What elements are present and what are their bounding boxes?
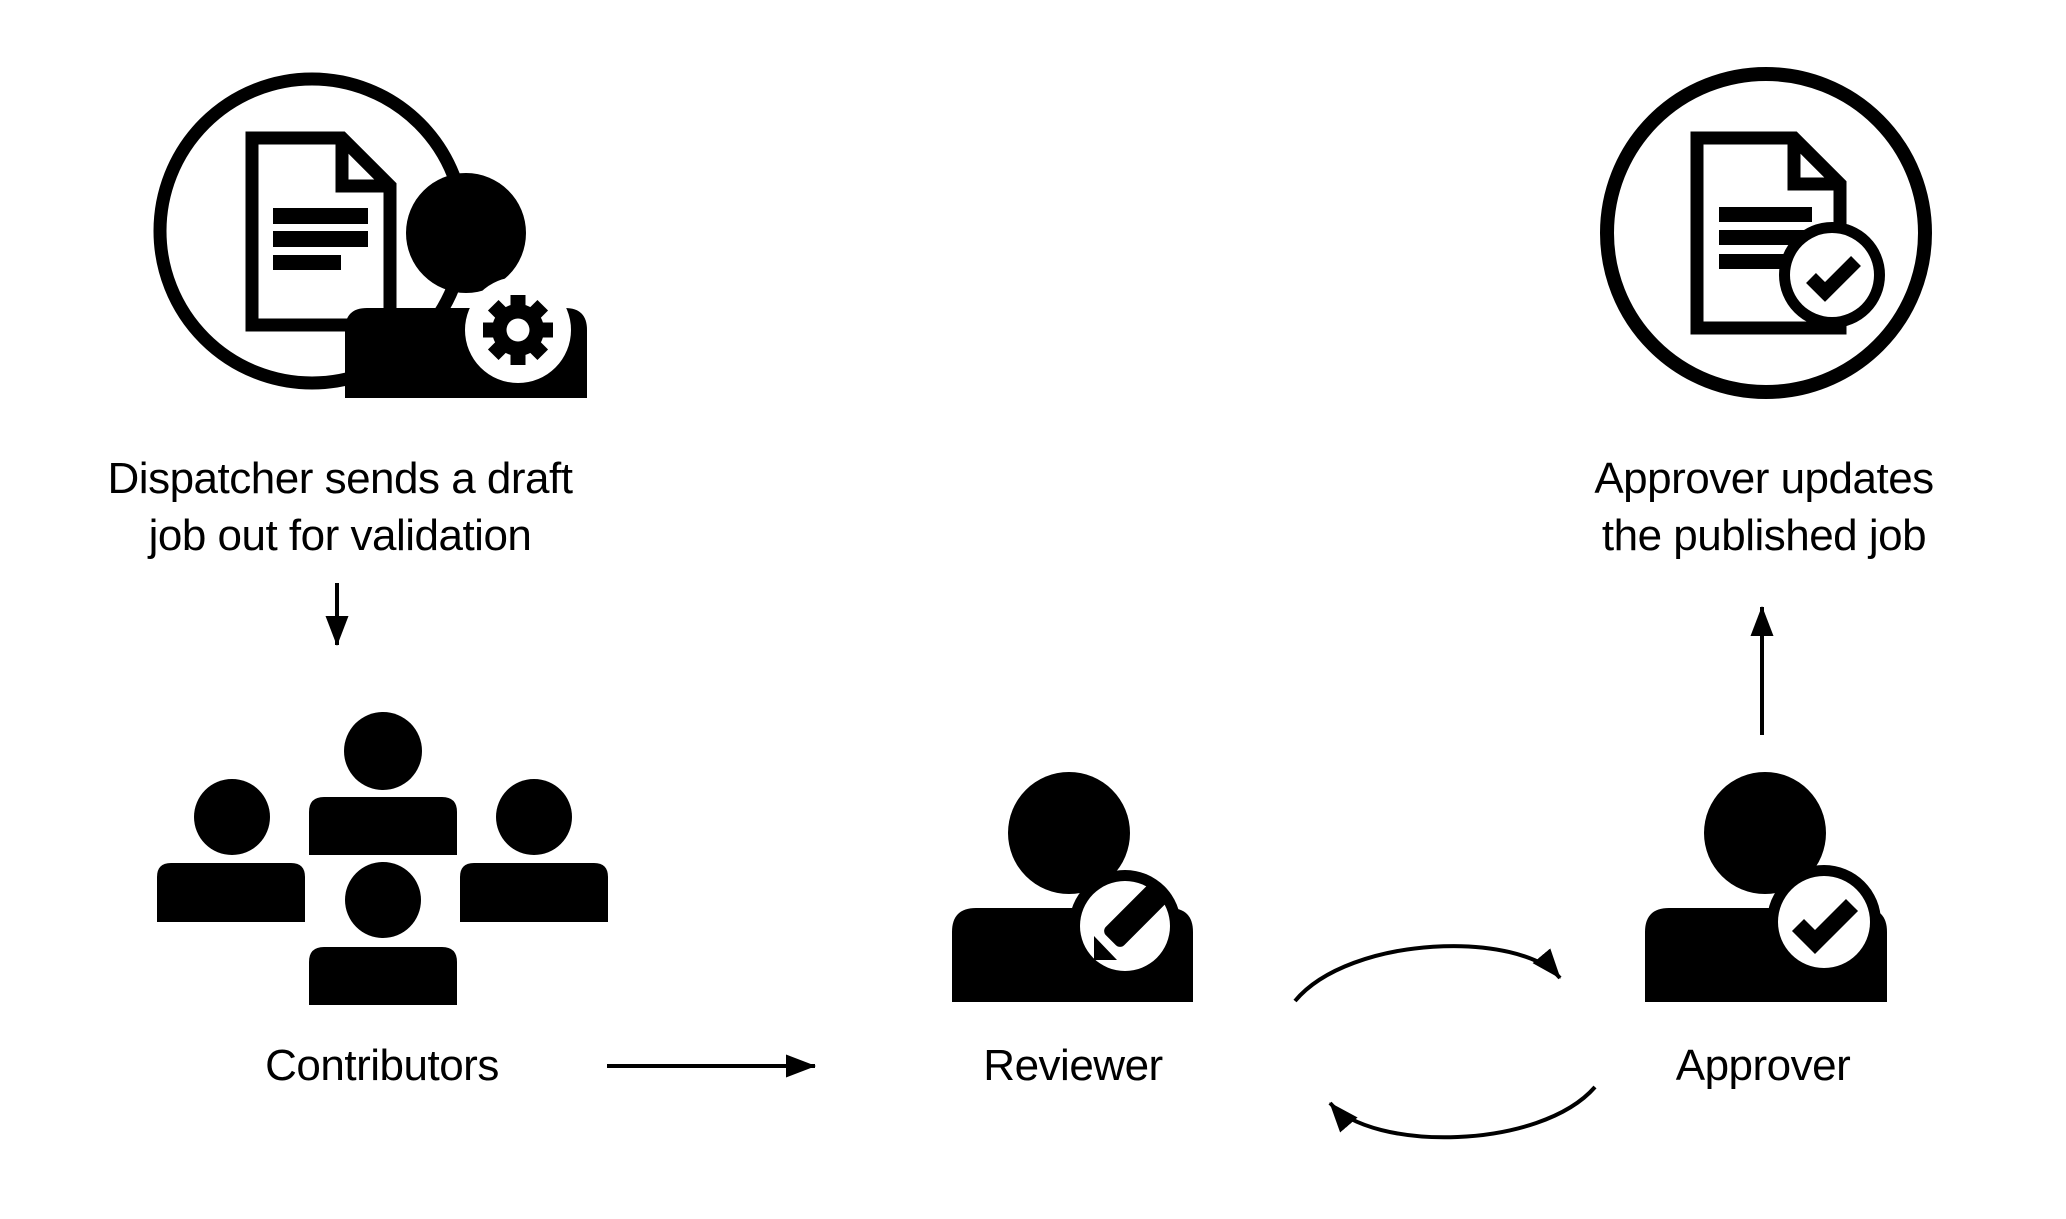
approver-label: Approver [1675, 1041, 1851, 1090]
user-check-badge-icon [1645, 772, 1887, 1002]
user-pencil-badge-icon [952, 772, 1193, 1002]
reviewer-label: Reviewer [983, 1041, 1163, 1090]
document-check-circle-icon [1600, 67, 1932, 399]
pencil-icon [1069, 870, 1181, 982]
contributors-label: Contributors [265, 1041, 499, 1090]
arrow-approver-to-reviewer [1328, 1085, 1597, 1140]
arrow-reviewer-to-approver [1293, 944, 1562, 1003]
user-group-icon [157, 712, 608, 1005]
dispatcher-caption: Dispatcher sends a draft job out for val… [107, 454, 573, 560]
document-icon [245, 131, 397, 332]
document-user-gear-circle-icon [153, 72, 587, 398]
checkmark-icon [1779, 222, 1885, 328]
published-caption: Approver updates the published job [1594, 454, 1934, 560]
gear-icon [465, 277, 571, 383]
checkmark-icon [1767, 865, 1881, 979]
